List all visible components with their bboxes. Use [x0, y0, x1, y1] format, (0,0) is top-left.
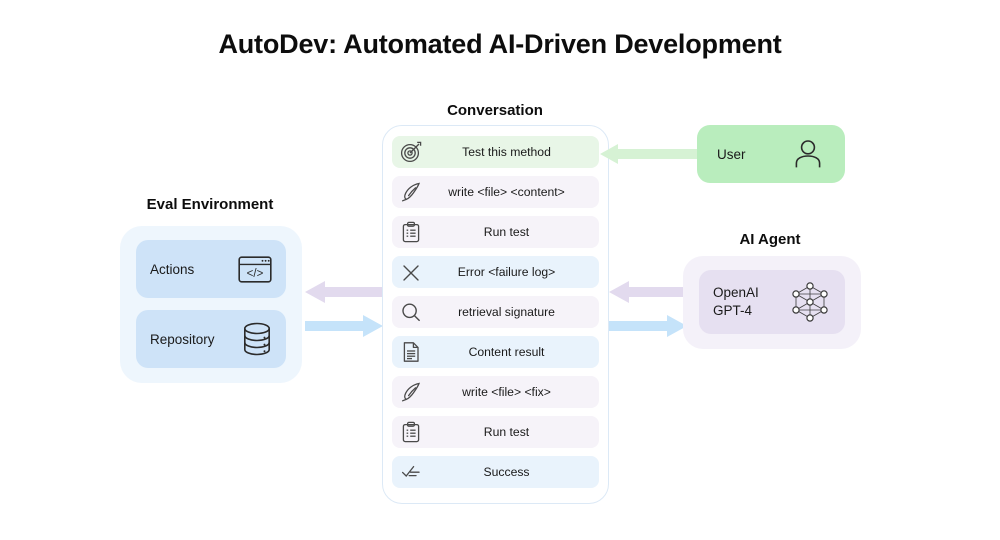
quill-icon [400, 181, 422, 203]
document-icon [400, 341, 422, 363]
conversation-row-text: Error <failure log> [457, 265, 556, 279]
quill-icon [400, 381, 422, 403]
ai-agent-model-label: OpenAI GPT-4 [713, 284, 759, 318]
conversation-row-text: Run test [483, 225, 530, 239]
page-title: AutoDev: Automated AI-Driven Development [218, 29, 782, 59]
arrow-eval-to-conversation [305, 315, 383, 337]
ai-agent-label: AI Agent [739, 231, 801, 248]
conversation-row-text: write <file> <fix> [462, 385, 551, 399]
ai-agent-panel: OpenAI GPT-4 [683, 256, 861, 349]
magnifier-icon [400, 301, 422, 323]
target-icon [400, 141, 422, 163]
conversation-row-text: Content result [468, 345, 545, 359]
arrow-agent-to-conversation [609, 315, 687, 337]
arrow-user-to-conversation [600, 144, 700, 164]
neural-network-icon [789, 281, 831, 323]
conversation-row-text: Run test [483, 425, 530, 439]
person-icon [791, 137, 825, 171]
conversation-row[interactable]: Run test [392, 216, 599, 248]
svg-text:</>: </> [247, 268, 264, 280]
eval-card-repository-label: Repository [150, 331, 215, 347]
conversation-row[interactable]: retrieval signature [392, 296, 599, 328]
eval-environment-panel: Actions </> Repository [120, 226, 302, 383]
close-x-icon [400, 261, 422, 283]
clipboard-icon [400, 221, 422, 243]
conversation-row[interactable]: Content result [392, 336, 599, 368]
conversation-row-text: Test this method [462, 145, 551, 159]
conversation-row-text: Success [483, 465, 530, 479]
database-icon [242, 322, 272, 356]
conversation-row-text: write <file> <content> [448, 185, 565, 199]
arrow-eval-from-conversation [305, 281, 383, 303]
user-label: User [717, 146, 746, 162]
ai-agent-model-card[interactable]: OpenAI GPT-4 [699, 270, 845, 334]
user-card[interactable]: User [697, 125, 845, 183]
clipboard-icon [400, 421, 422, 443]
conversation-row[interactable]: Test this method [392, 136, 599, 168]
eval-card-repository[interactable]: Repository [136, 310, 286, 368]
conversation-row[interactable]: Success [392, 456, 599, 488]
eval-card-actions-label: Actions [150, 261, 195, 277]
code-window-icon: </> [238, 255, 272, 283]
conversation-panel: Test this method write <file> <content> [382, 125, 609, 504]
conversation-row[interactable]: Error <failure log> [392, 256, 599, 288]
conversation-row[interactable]: write <file> <content> [392, 176, 599, 208]
check-lines-icon [400, 461, 422, 483]
conversation-label: Conversation [447, 102, 543, 119]
conversation-row-text: retrieval signature [458, 305, 555, 319]
eval-environment-label: Eval Environment [146, 196, 274, 213]
conversation-row[interactable]: write <file> <fix> [392, 376, 599, 408]
eval-card-actions[interactable]: Actions </> [136, 240, 286, 298]
conversation-row[interactable]: Run test [392, 416, 599, 448]
arrow-conversation-to-agent [609, 281, 687, 303]
